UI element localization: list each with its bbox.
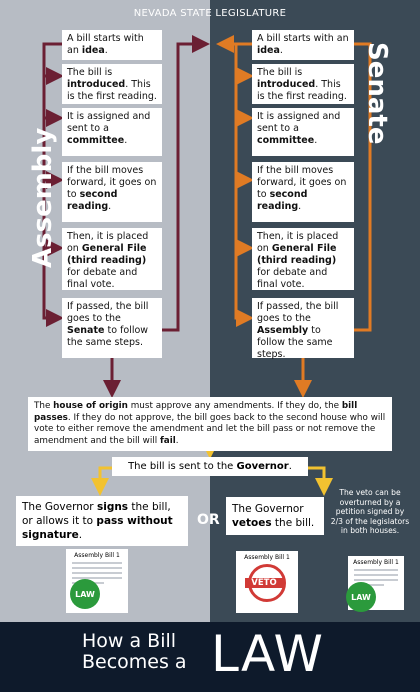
override-bill-document: Assembly Bill 1 LAW xyxy=(346,556,404,612)
assembly-step-committee: It is assigned and sent to a committee. xyxy=(62,108,162,156)
senate-step-introduced: The bill is introduced. This is the firs… xyxy=(252,64,354,104)
amendments-box: The house of origin must approve any ame… xyxy=(28,397,392,451)
doc-title: Assembly Bill 1 xyxy=(74,552,120,559)
title-line-1: How a Bill xyxy=(82,630,177,652)
or-label: OR xyxy=(197,512,220,528)
senate-step-general-file: Then, it is placed on General File (thir… xyxy=(252,228,354,290)
doc-title: Assembly Bill 1 xyxy=(353,559,399,566)
title-line-2: Becomes a xyxy=(82,651,187,673)
doc-title: Assembly Bill 1 xyxy=(244,554,290,561)
title-law: LAW xyxy=(211,625,324,683)
assembly-step-passed: If passed, the bill goes to the Senate t… xyxy=(62,298,162,358)
veto-stamp-text: VETO xyxy=(245,578,283,588)
law-stamp-icon: LAW xyxy=(346,582,376,612)
senate-step-passed: If passed, the bill goes to the Assembly… xyxy=(252,298,354,360)
title-banner xyxy=(0,622,420,692)
veto-override-note: The veto can be overturned by a petition… xyxy=(330,488,410,536)
governor-vetoes-box: The Governor vetoes the bill. xyxy=(226,497,324,535)
governor-box: The bill is sent to the Governor. xyxy=(112,457,308,476)
senate-step-committee: It is assigned and sent to a committee. xyxy=(252,108,354,156)
assembly-step-second-reading: If the bill moves forward, it goes on to… xyxy=(62,162,162,222)
senate-label: Senate xyxy=(362,42,392,145)
assembly-step-general-file: Then, it is placed on General File (thir… xyxy=(62,228,162,290)
header-title: NEVADA STATE LEGISLATURE xyxy=(133,8,287,19)
senate-step-idea: A bill starts with an idea. xyxy=(252,30,354,60)
governor-signs-box: The Governor signs the bill, or allows i… xyxy=(16,496,188,546)
flow-arrows xyxy=(42,35,372,496)
senate-step-second-reading: If the bill moves forward, it goes on to… xyxy=(252,162,354,222)
assembly-step-idea: A bill starts with an idea. xyxy=(62,30,162,60)
vetoed-bill-document: Assembly Bill 1 VETO xyxy=(236,551,298,613)
assembly-label: Assembly xyxy=(28,127,58,268)
veto-stamp-icon: VETO xyxy=(245,564,286,602)
signed-bill-document: Assembly Bill 1 LAW xyxy=(66,549,128,613)
law-stamp-icon: LAW xyxy=(70,579,100,609)
assembly-connectors xyxy=(42,35,210,398)
assembly-step-introduced: The bill is introduced. This is the firs… xyxy=(62,64,162,104)
